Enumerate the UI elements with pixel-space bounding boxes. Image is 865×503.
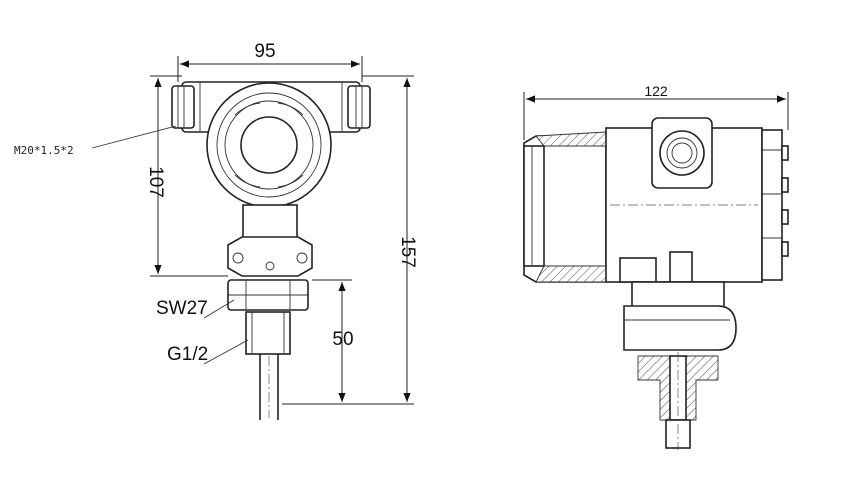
dim-width-label: 95 [254, 41, 275, 62]
dim-upper-height: 107 [145, 75, 228, 277]
callout-thread-label: M20*1.5*2 [14, 144, 74, 157]
side-right-cover [761, 129, 789, 281]
hex-nut [227, 279, 309, 311]
dim-width: 95 [177, 41, 363, 82]
callout-thread: M20*1.5*2 [14, 125, 177, 157]
callout-process-thread: G1/2 [167, 339, 249, 365]
side-gland-boss [651, 117, 713, 189]
dim-fitting-height: 50 [312, 279, 354, 402]
housing-cover [206, 82, 332, 208]
callout-process-thread-label: G1/2 [167, 344, 208, 365]
dim-total-height-label: 157 [397, 236, 418, 268]
side-process-fitting [637, 352, 719, 450]
housing-neck [242, 204, 298, 242]
dim-upper-height-label: 107 [145, 166, 166, 198]
mount-bracket [227, 236, 313, 277]
side-view: 122 [523, 83, 789, 450]
sensor-stem [259, 354, 279, 420]
dim-depth: 122 [523, 83, 789, 140]
side-bracket [623, 305, 737, 351]
callout-wrench: SW27 [156, 298, 235, 319]
side-left-cover [523, 131, 607, 283]
dim-total-height: 157 [282, 75, 418, 405]
callout-wrench-label: SW27 [156, 298, 208, 319]
dim-fitting-height-label: 50 [332, 329, 353, 350]
dim-depth-label: 122 [644, 83, 668, 99]
front-view: 95 107 157 50 M20*1.5*2 [14, 41, 418, 420]
process-thread [245, 311, 291, 355]
